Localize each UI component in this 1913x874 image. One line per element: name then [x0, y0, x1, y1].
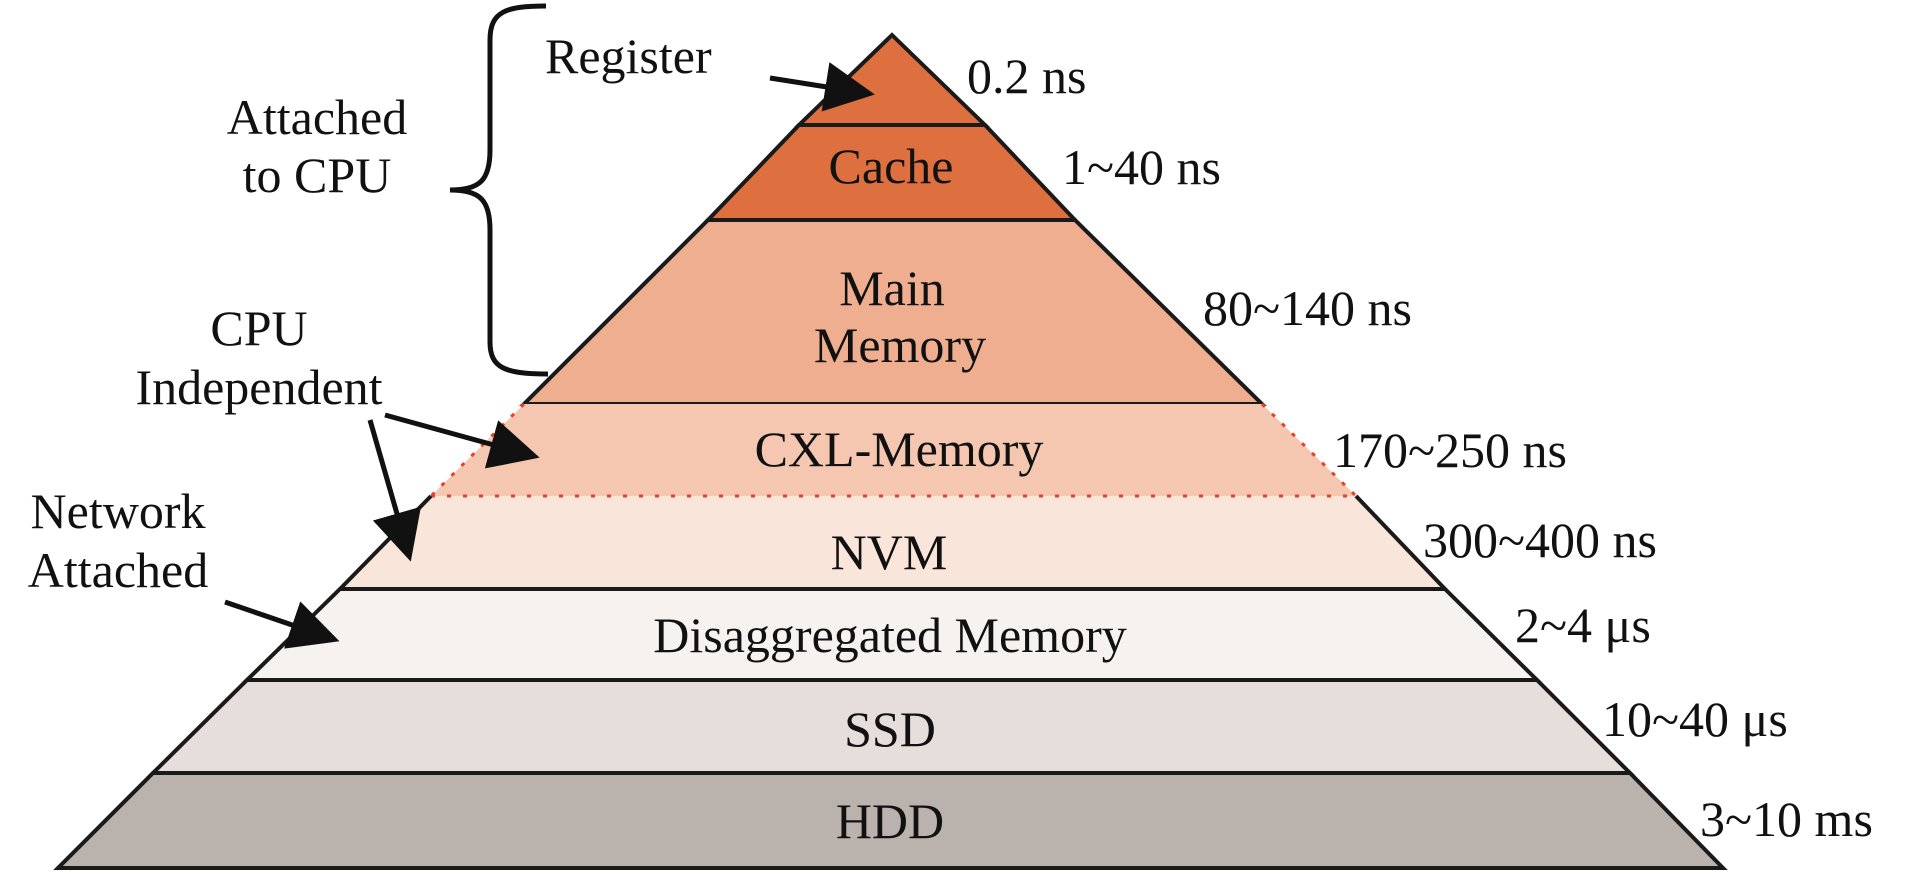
layer-register	[794, 32, 990, 127]
latency-hdd: 3~10 ms	[1700, 791, 1873, 847]
latency-cache: 1~40 ns	[1062, 139, 1221, 195]
nvm-right-edge	[1354, 494, 1447, 591]
arrow-register	[769, 62, 875, 112]
latency-ssd: 10~40 μs	[1602, 691, 1788, 747]
layer-label-hdd: HDD	[836, 793, 944, 849]
layer-hdd	[53, 771, 1728, 870]
group-attached-cpu-line1: Attached	[227, 89, 407, 145]
latency-register: 0.2 ns	[967, 48, 1086, 104]
arrow-network-attached	[224, 599, 340, 649]
latency-nvm: 300~400 ns	[1423, 512, 1657, 568]
group-network-attached-line1: Network	[31, 483, 206, 539]
arrow-cpu-independent-to-cxl	[384, 412, 540, 469]
layer-cxl-memory	[431, 404, 1356, 496]
group-cpu-independent-line1: CPU	[210, 300, 307, 356]
group-network-attached-line2: Attached	[28, 542, 208, 598]
layer-label-cxl-memory: CXL-Memory	[755, 421, 1044, 477]
group-attached-cpu-line2: to CPU	[243, 147, 392, 203]
group-cpu-independent-line2: Independent	[135, 359, 382, 415]
layer-label-ssd: SSD	[844, 701, 936, 757]
layer-label-register: Register	[545, 28, 712, 84]
layer-label-nvm: NVM	[831, 524, 948, 580]
layer-nvm	[340, 496, 1445, 589]
latency-disaggregated-memory: 2~4 μs	[1515, 597, 1651, 653]
latency-main-memory: 80~140 ns	[1203, 280, 1412, 336]
layer-label-cache: Cache	[829, 138, 954, 194]
latency-cxl-memory: 170~250 ns	[1333, 422, 1567, 478]
layer-label-main-memory-line2: Memory	[814, 317, 986, 373]
layer-label-disaggregated-memory: Disaggregated Memory	[653, 607, 1126, 663]
layer-label-main-memory-line1: Main	[839, 260, 945, 316]
arrow-cpu-independent-to-nvm	[367, 419, 421, 562]
attached-cpu-brace	[449, 3, 549, 377]
